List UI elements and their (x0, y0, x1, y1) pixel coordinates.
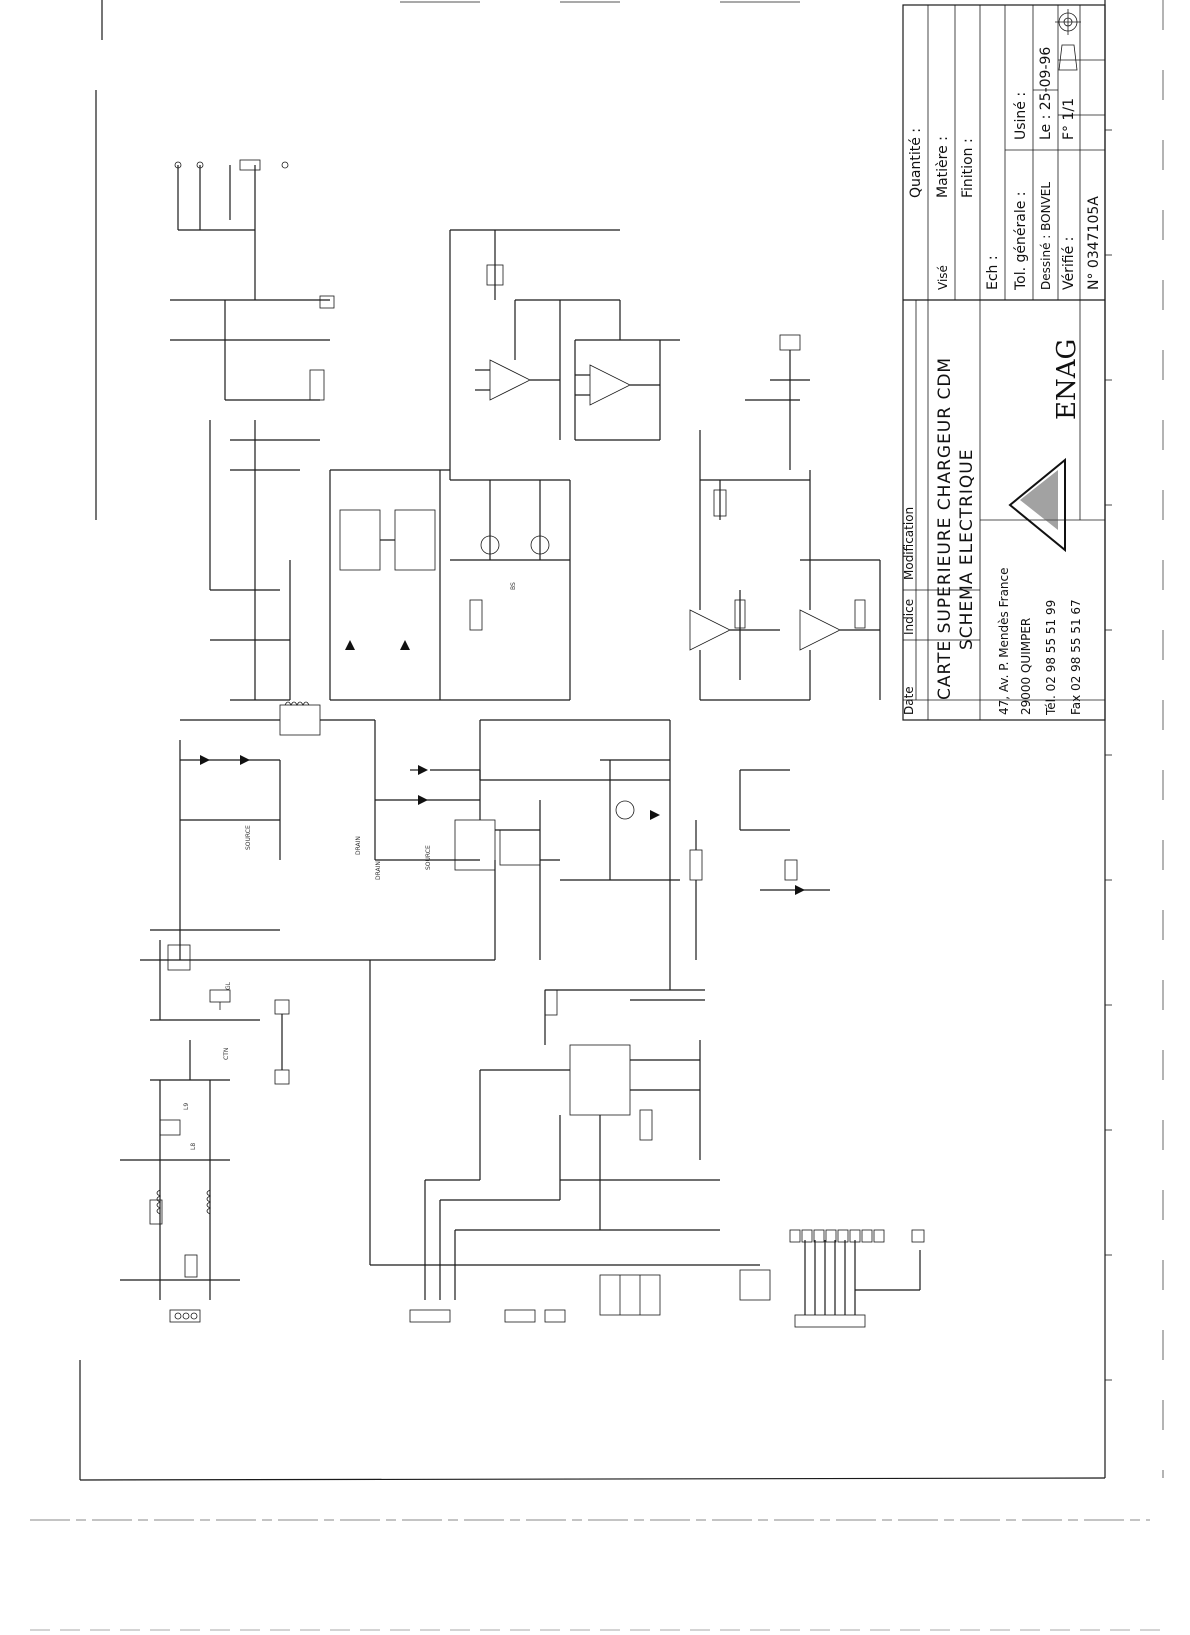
column-indice: Indice (902, 599, 916, 635)
label-vise: Visé (936, 265, 950, 290)
label-source-2: SOURCE (425, 845, 432, 870)
label-folio: F° 1/1 (1061, 98, 1077, 140)
projection-symbol-icon (1055, 9, 1081, 71)
page-border (30, 0, 1164, 1631)
company-name: ENAG (1052, 339, 1082, 420)
fax-number: Fax 02 98 55 51 67 (1069, 599, 1083, 715)
column-date: Date (902, 686, 916, 715)
label-bs: BS (510, 582, 517, 590)
label-ctn: CTN (223, 1048, 230, 1060)
label-date: Le : 25-09-96 (1038, 47, 1054, 140)
label-l8: L8 (190, 1143, 197, 1150)
label-dessine: Dessiné : BONVEL (1039, 182, 1053, 290)
column-modification: Modification (902, 507, 916, 580)
drawing-title-line1: CARTE SUPERIEURE CHARGEUR CDM (935, 357, 955, 700)
opamp-3 (689, 480, 780, 700)
connector-j7 (794, 1240, 921, 1328)
label-gl: GL (225, 981, 232, 990)
opamp-4 (799, 470, 881, 700)
company-logo: ENAG (1008, 339, 1082, 553)
opamp-2 (574, 300, 680, 441)
label-verifie: Vérifié : (1061, 237, 1077, 290)
label-drain-1: DRAIN (375, 861, 382, 880)
control-ic (479, 989, 720, 1231)
label-usine: Usiné : (1013, 92, 1029, 140)
drawing-title-line2: SCHEMA ELECTRIQUE (957, 449, 977, 651)
label-l9: L9 (183, 1103, 190, 1110)
title-block: Quantité : Matière : Finition : Visé Ech… (902, 4, 1106, 721)
opamp-1 (475, 299, 620, 440)
drawing-number: N° 0347105A (1086, 196, 1102, 290)
connector-j1 (169, 1309, 201, 1323)
label-source-1: SOURCE (245, 825, 252, 850)
address-line2: 29000 QUIMPER (1019, 618, 1033, 715)
address-line1: 47, Av. P. Mendès France (997, 567, 1011, 715)
label-drain-2: DRAIN (355, 836, 362, 855)
label-tol-generale: Tol. générale : (1013, 191, 1029, 291)
transformer (180, 701, 376, 860)
schematic-wiring: SOURCE DRAIN L8 L9 CTN GL BS SOURCE DRAI… (120, 159, 925, 1328)
phone-number: Tél. 02 98 55 51 99 (1044, 600, 1058, 716)
label-quantite: Quantité : (908, 128, 924, 198)
label-ech: Ech : (985, 255, 1001, 290)
label-finition: Finition : (960, 138, 976, 198)
connector-bottom-middle (409, 1309, 566, 1323)
label-matiere: Matière : (935, 136, 951, 198)
